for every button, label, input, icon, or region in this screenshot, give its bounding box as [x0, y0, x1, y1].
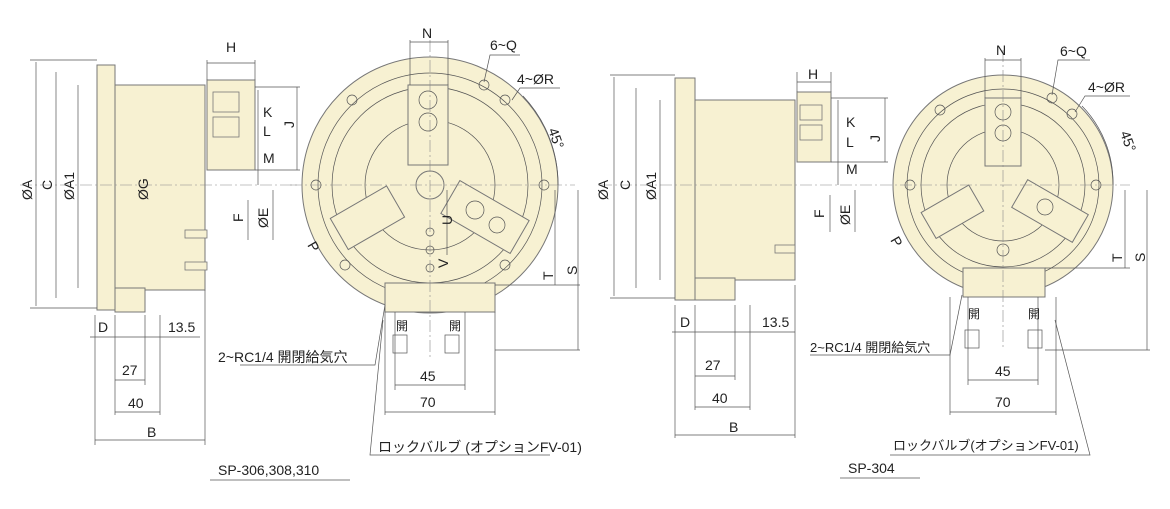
dim-J: J — [281, 121, 297, 128]
dim-T: T — [540, 271, 556, 280]
dim-N: N — [996, 42, 1006, 58]
dim-70: 70 — [995, 394, 1011, 410]
dim-F: F — [230, 213, 246, 222]
dim-D: D — [680, 314, 690, 330]
dim-J: J — [867, 135, 883, 142]
dim-H: H — [808, 66, 818, 82]
dim-4-R: 4~ØR — [1088, 79, 1125, 95]
dim-A1: ØA1 — [61, 172, 77, 200]
dim-6-Q: 6~Q — [1060, 43, 1087, 59]
open-label-1: 開 — [968, 307, 980, 321]
dim-27: 27 — [122, 362, 138, 378]
dim-D: D — [98, 319, 108, 335]
dim-A: ØA — [595, 179, 611, 200]
dim-S: S — [1132, 253, 1148, 262]
dim-K: K — [263, 104, 273, 120]
dim-K: K — [846, 114, 856, 130]
dim-V: V — [435, 258, 451, 268]
dim-H: H — [226, 39, 236, 55]
port-note: 2~RC1/4 開閉給気穴 — [810, 340, 930, 355]
dim-C: C — [617, 180, 633, 190]
open-label-1: 開 — [396, 319, 408, 333]
dim-L: L — [263, 123, 271, 139]
dim-M: M — [846, 161, 858, 177]
dim-40: 40 — [712, 390, 728, 406]
dim-U: U — [439, 215, 455, 225]
dim-13-5: 13.5 — [762, 314, 789, 330]
dim-27: 27 — [705, 357, 721, 373]
dim-A: ØA — [19, 179, 35, 200]
dim-angle-45: 45° — [1117, 129, 1139, 154]
dim-P: P — [304, 239, 323, 255]
dim-L: L — [846, 134, 854, 150]
dim-E: ØE — [255, 208, 271, 228]
dim-angle-45: 45° — [545, 126, 567, 151]
dim-P: P — [887, 234, 906, 250]
dim-B: B — [729, 419, 738, 435]
dim-B: B — [147, 424, 156, 440]
valve-note: ロックバルブ(オプションFV-01) — [893, 438, 1079, 453]
dim-M: M — [263, 150, 275, 166]
left-side-view: H K L M J ØA C ØA1 ØG F ØE D 13.5 27 40 … — [19, 39, 300, 445]
dim-70: 70 — [420, 394, 436, 410]
open-label-2: 開 — [1028, 307, 1040, 321]
dim-45: 45 — [420, 368, 436, 384]
dim-13-5: 13.5 — [168, 319, 195, 335]
dim-F: F — [811, 209, 827, 218]
dim-6-Q: 6~Q — [490, 37, 517, 53]
right-side-view: H K L M J ØA C ØA1 F ØE D 13.5 27 40 B — [595, 66, 888, 438]
dim-G: ØG — [135, 178, 151, 200]
port-note: 2~RC1/4 開閉給気穴 — [218, 349, 348, 365]
model-label: SP-304 — [848, 460, 895, 476]
dim-S: S — [564, 266, 580, 275]
dim-4-R: 4~ØR — [517, 71, 554, 87]
valve-note: ロックバルブ (オプションFV-01) — [378, 439, 582, 455]
model-label: SP-306,308,310 — [218, 462, 319, 478]
dim-T: T — [1109, 253, 1125, 262]
open-label-2: 開 — [449, 319, 461, 333]
dim-N: N — [422, 25, 432, 41]
dim-C: C — [39, 180, 55, 190]
dim-E: ØE — [837, 205, 853, 225]
dim-45: 45 — [995, 363, 1011, 379]
dim-A1: ØA1 — [643, 172, 659, 200]
left-front-view: N 6~Q 4~ØR 45° U V P T S 開 開 2~RC1/4 開閉給… — [210, 25, 582, 481]
dim-40: 40 — [128, 395, 144, 411]
right-front-view: N 6~Q 4~ØR 45° P T S 開 開 2~RC1/4 開閉給気穴 4… — [810, 42, 1150, 479]
